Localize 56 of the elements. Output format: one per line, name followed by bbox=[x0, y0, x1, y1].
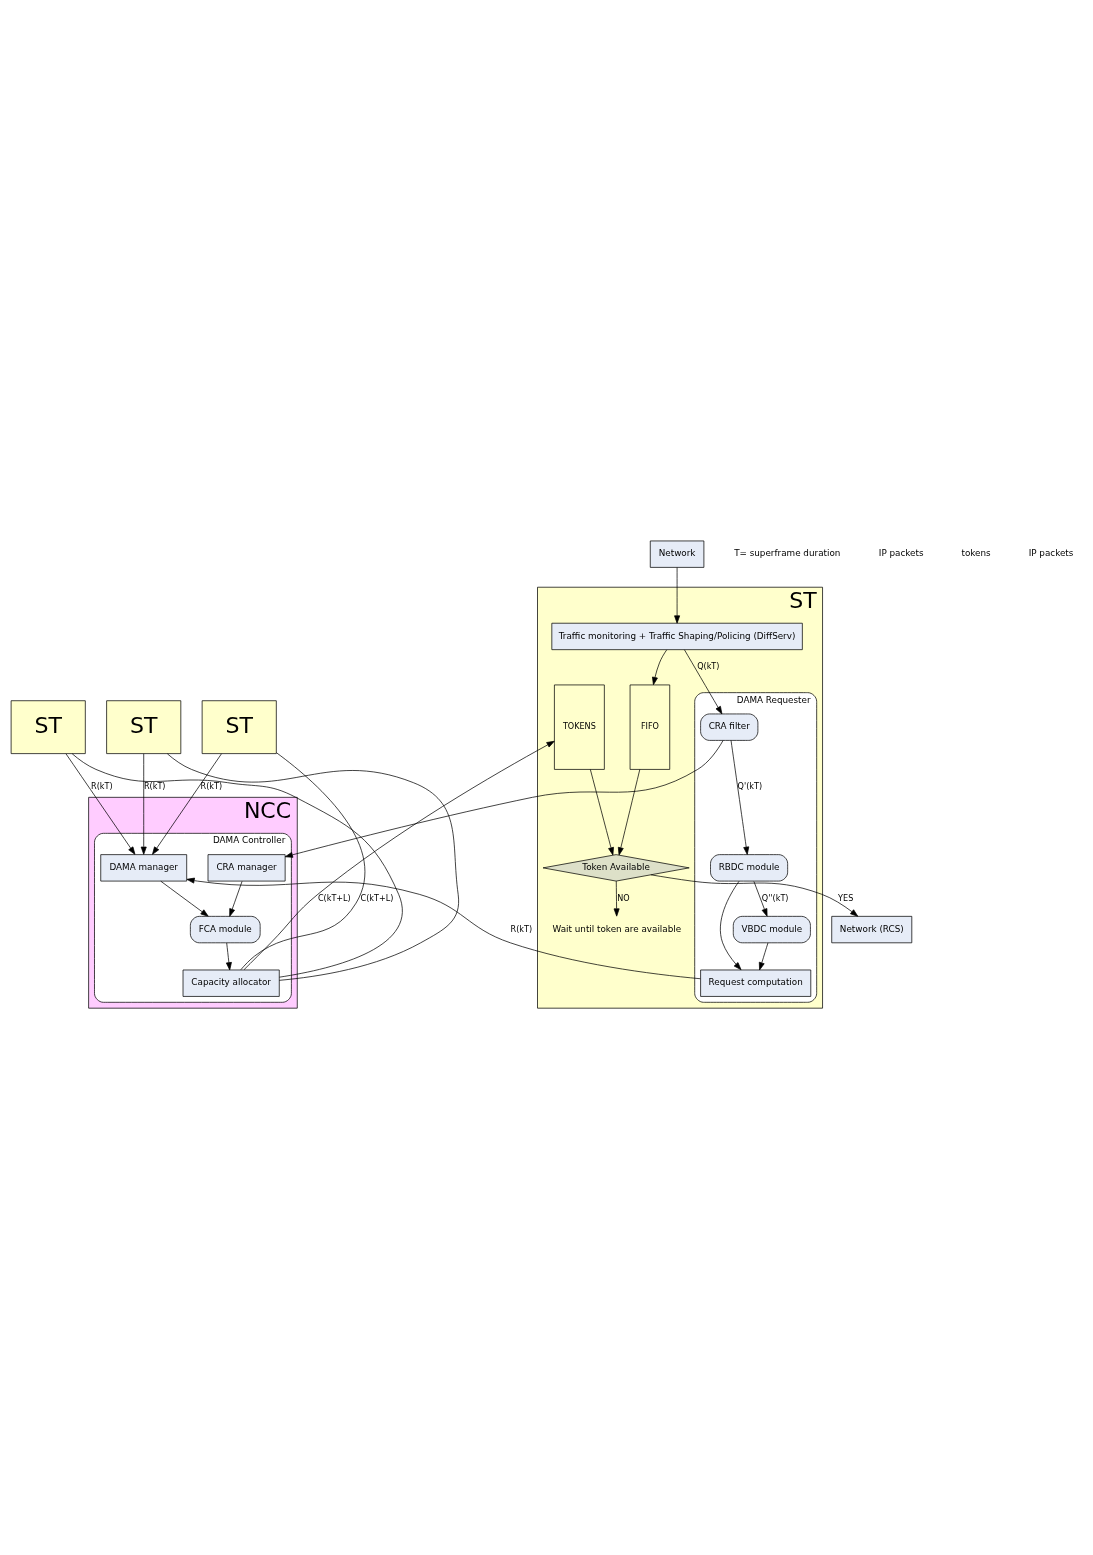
label: T= superframe duration bbox=[734, 548, 841, 559]
node-box: FIFO bbox=[629, 684, 671, 770]
node-box: FCA module bbox=[190, 916, 261, 944]
edge-label: NO bbox=[617, 892, 630, 903]
edge-label: YES bbox=[838, 892, 854, 903]
arrow bbox=[758, 942, 769, 971]
label: IP packets bbox=[1028, 548, 1074, 559]
arrow bbox=[674, 567, 681, 624]
arrow bbox=[140, 753, 147, 855]
arrow bbox=[186, 877, 701, 980]
node-text: Wait until token are available bbox=[552, 923, 682, 934]
node-box: Capacity allocator bbox=[182, 969, 280, 997]
arrow bbox=[684, 649, 723, 715]
node-box: RBDC module bbox=[710, 854, 788, 882]
node-box: CRA filter bbox=[700, 713, 759, 741]
edge-label: Q''(kT) bbox=[761, 892, 789, 903]
arrow bbox=[617, 769, 641, 856]
connector bbox=[240, 752, 366, 971]
node-box: Network bbox=[649, 540, 705, 568]
edge-label: R(kT) bbox=[510, 923, 533, 934]
node-diamond: Token Available bbox=[542, 854, 690, 882]
node-box: Traffic monitoring + Traffic Shaping/Policing (DiffServ) bbox=[551, 622, 803, 651]
edge-label: Q'(kT) bbox=[737, 781, 763, 792]
arrow bbox=[613, 880, 620, 917]
edge-label: R(kT) bbox=[91, 781, 113, 792]
edge-label: R(kT) bbox=[200, 781, 223, 792]
node-box: DAMA manager bbox=[100, 854, 188, 882]
edge-label: R(kT) bbox=[143, 781, 166, 792]
arrow bbox=[243, 740, 555, 971]
arrow bbox=[650, 874, 859, 917]
arrow bbox=[753, 881, 768, 917]
label: tokens bbox=[961, 548, 991, 559]
arrow bbox=[152, 753, 222, 855]
node-box: ST bbox=[201, 700, 277, 754]
arrow bbox=[65, 753, 136, 855]
node-box: CRA manager bbox=[207, 854, 286, 882]
node-box: ST bbox=[106, 700, 182, 754]
arrow bbox=[720, 880, 742, 971]
node-box: ST bbox=[10, 700, 86, 754]
arrow bbox=[229, 881, 243, 917]
connector bbox=[167, 753, 459, 981]
arrow bbox=[284, 740, 724, 858]
node-box: Network (RCS) bbox=[831, 916, 913, 944]
edge-label: Q(kT) bbox=[697, 661, 720, 672]
edge-label: C(kT+L) bbox=[360, 892, 394, 903]
arrow bbox=[226, 942, 232, 971]
node-box: TOKENS bbox=[554, 684, 605, 770]
node-box: VBDC module bbox=[732, 916, 811, 944]
arrow bbox=[160, 880, 209, 917]
arrow bbox=[730, 740, 750, 855]
label: IP packets bbox=[878, 548, 924, 559]
connector bbox=[71, 753, 403, 978]
arrow bbox=[589, 769, 614, 856]
node-box: Request computation bbox=[700, 969, 812, 997]
arrow bbox=[652, 649, 668, 686]
edge-label: C(kT+L) bbox=[317, 892, 351, 903]
